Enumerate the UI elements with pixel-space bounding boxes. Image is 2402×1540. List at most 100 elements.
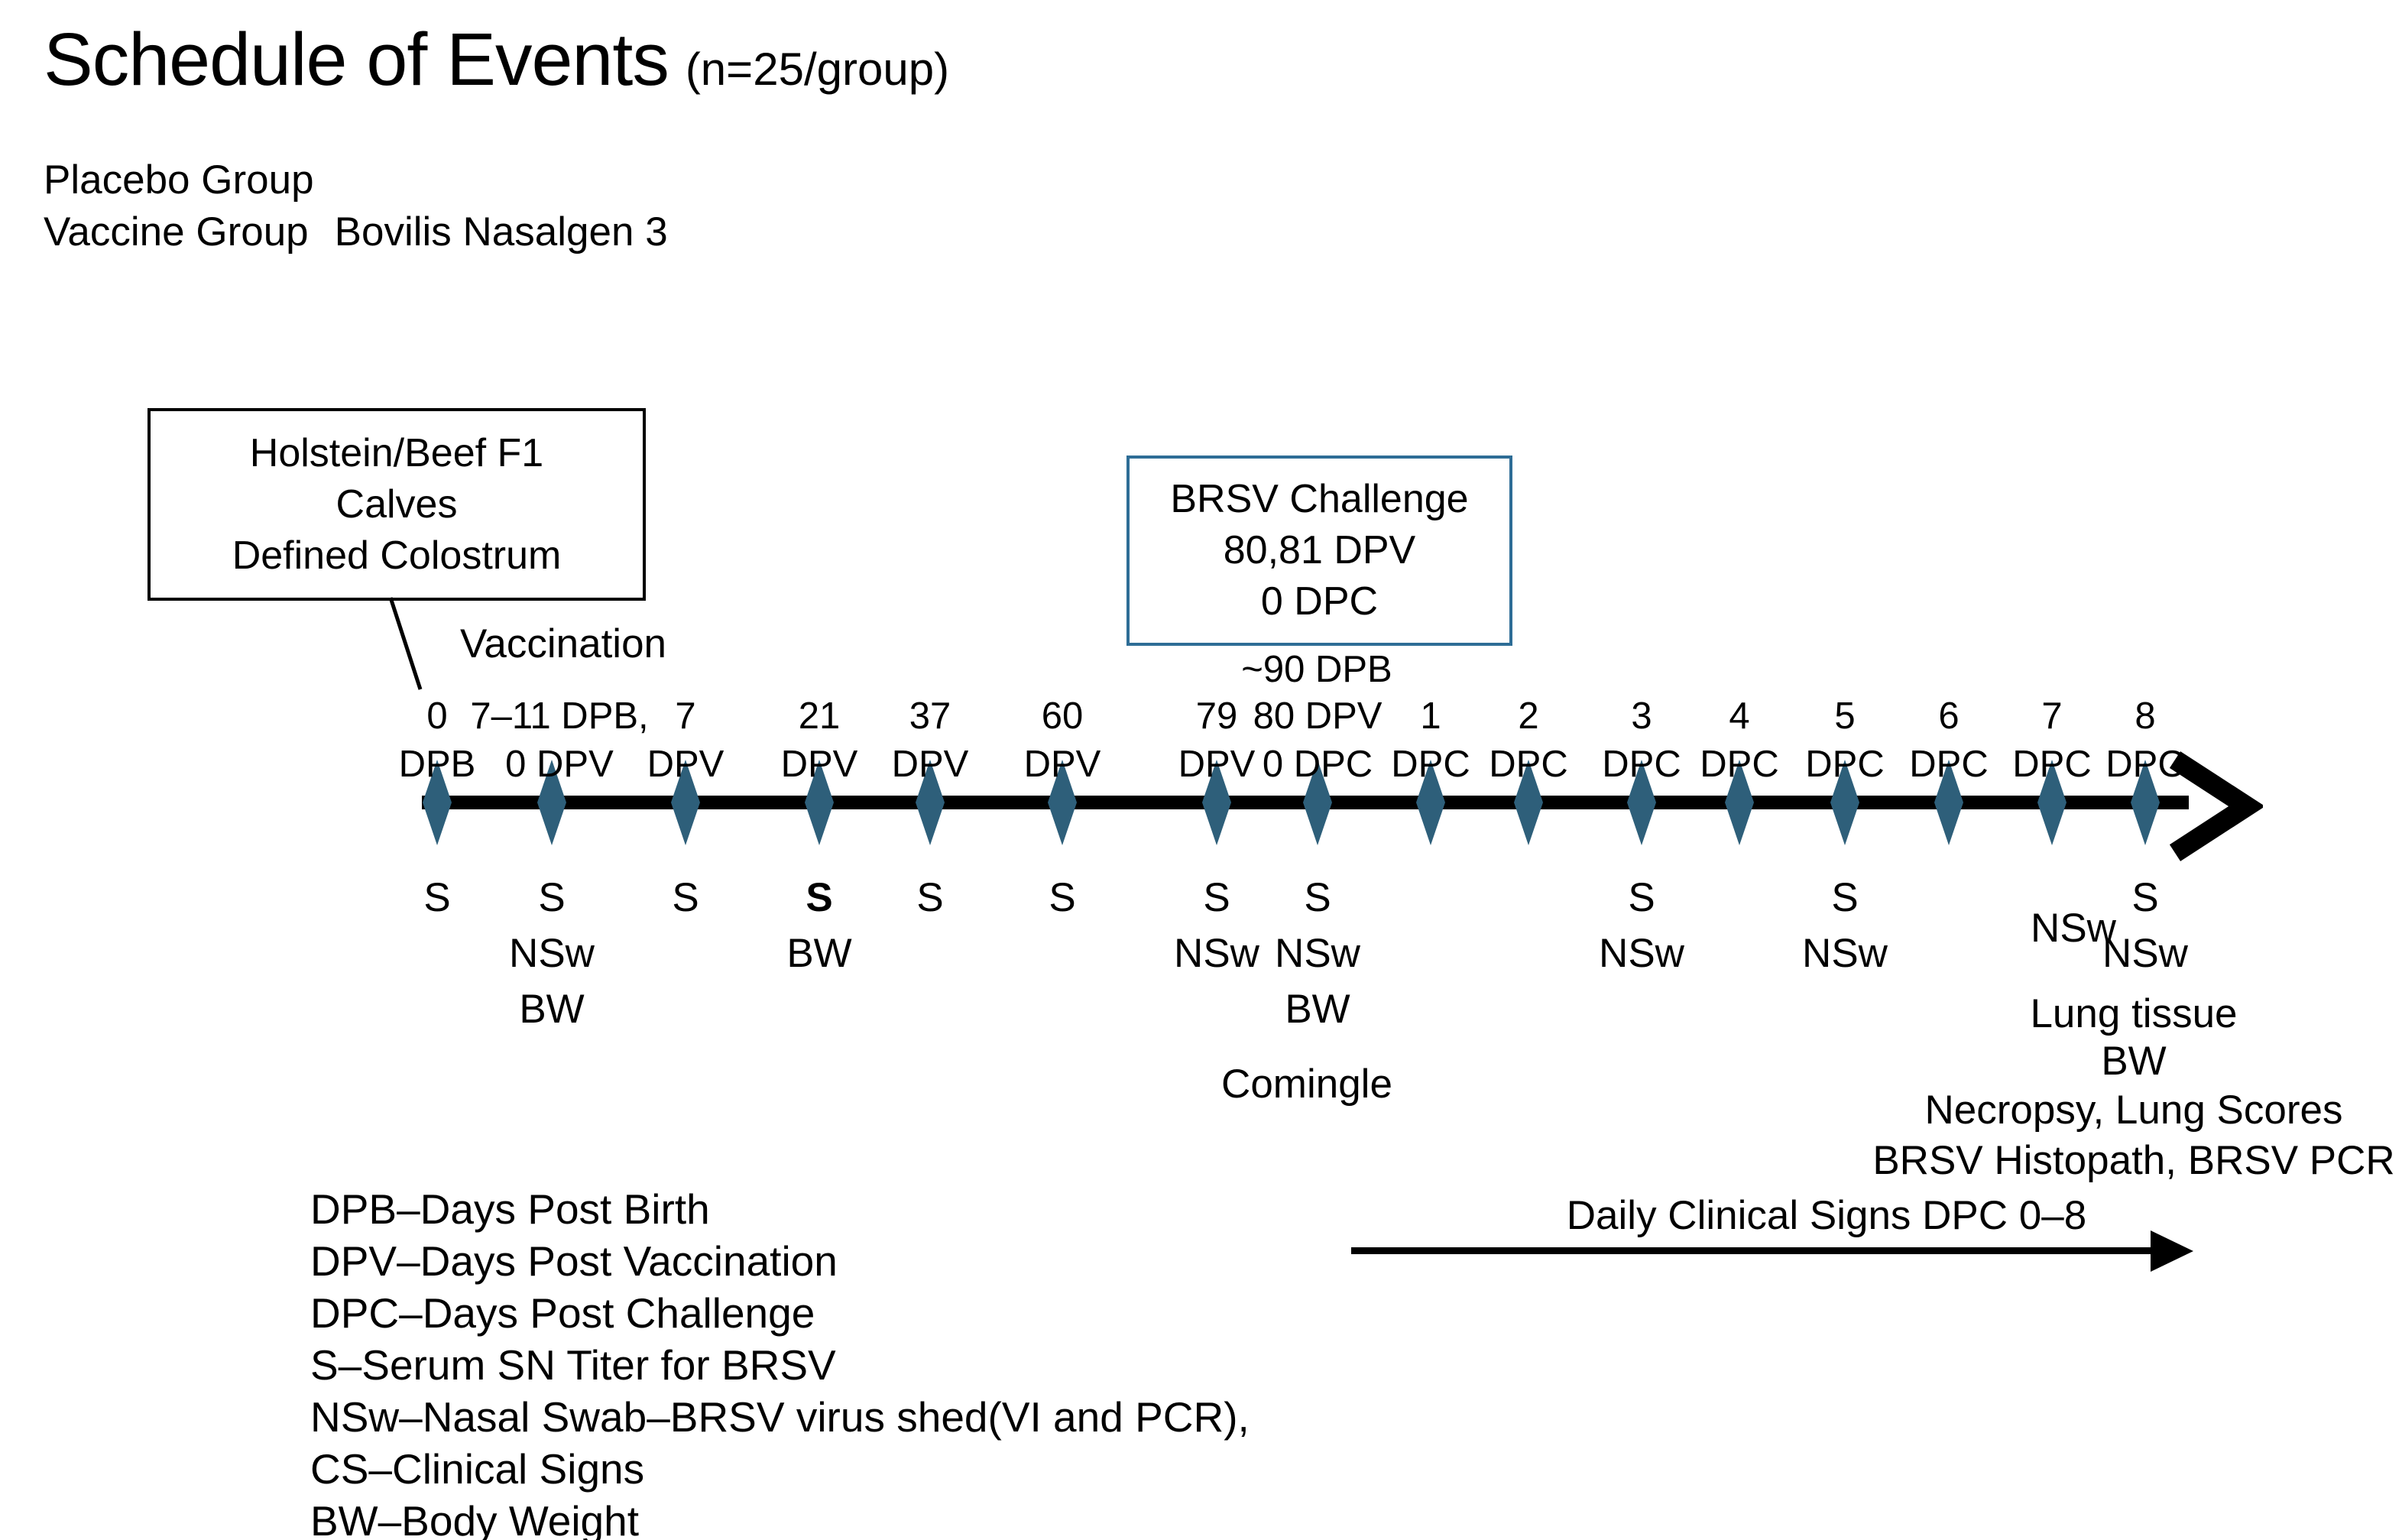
challenge-dpb-note: ~90 DPB [1241,649,1392,690]
vaccine-group-line: Vaccine Group Bovilis Nasalgen 3 [44,209,668,255]
tick-day-label-line: 4 [1729,695,1750,737]
legend-line: S–Serum SN Titer for BRSV [310,1341,836,1389]
tick-day-label-line: DPV [891,744,969,785]
legend-line: CS–Clinical Signs [310,1445,645,1493]
legend-line: BW–Body Weight [310,1497,640,1540]
tick-day-label-line: DPC [1805,744,1885,785]
sample-code-label: S [806,875,833,920]
sample-code-label: NSw [509,931,595,976]
sample-code-label: S [1049,875,1076,920]
tick-day-label-line: 7 [675,695,696,737]
page-title: Schedule of Events (n=25/group) [44,17,949,102]
sample-code-label: NSw [2031,906,2116,951]
sample-code-label: NSw [2102,931,2188,976]
sample-code-label: S [672,875,699,920]
tick-day-label-line: DPC [1391,744,1470,785]
tick-day-label-line: DPV [647,744,724,785]
title-text: Schedule of Events [44,18,669,101]
daily-clinical-signs-label: Daily Clinical Signs DPC 0–8 [1566,1193,2087,1238]
sample-code-label: S [1304,875,1331,920]
sample-code-label: S [1831,875,1859,920]
placebo-group-label: Placebo Group [44,157,314,203]
challenge-info-box: BRSV Challenge 80,81 DPV 0 DPC [1126,456,1512,646]
tick-day-label-line: 8 [2135,695,2156,737]
tick-day-label-line: DPC [1909,744,1989,785]
timeline-arrowhead-icon [2169,751,2263,861]
tick-day-label: 7–11 DPB, 0 DPV [470,692,648,789]
sample-code-label: S [1628,875,1655,920]
tick-day-label-line: DPC [1700,744,1779,785]
tick-day-label-line: 1 [1420,695,1441,737]
daily-clinical-signs-arrow-line [1351,1247,2155,1254]
tick-day-label-line: DPC [1602,744,1681,785]
tick-day-label: 80 DPV 0 DPC [1253,692,1383,789]
comingle-label: Comingle [1221,1062,1392,1107]
necropsy-line: BW [2101,1039,2167,1084]
tick-day-label-line: 5 [1834,695,1856,737]
calves-box-connector-line [388,597,423,690]
tick-day-label-line: 7 [2041,695,2063,737]
tick-day-label-line: 0 DPV [505,744,614,785]
calves-box-line: Defined Colostrum [232,533,562,578]
tick-day-label-line: 6 [1938,695,1960,737]
calves-box-line: Holstein/Beef F1 [249,430,544,475]
tick-day-label-line: 0 [426,695,448,737]
legend-line: NSw–Nasal Swab–BRSV virus shed(VI and PC… [310,1393,1250,1441]
necropsy-line: BRSV Histopath, BRSV PCR [1872,1138,2395,1183]
necropsy-line: Necropsy, Lung Scores [1924,1088,2343,1133]
tick-day-label-line: 80 DPV [1253,695,1383,737]
sample-code-label: BW [1285,987,1350,1032]
tick-day-label-line: 2 [1518,695,1539,737]
legend-line: DPC–Days Post Challenge [310,1289,815,1337]
challenge-box-line: 0 DPC [1260,579,1379,624]
tick-day-label-line: DPV [780,744,858,785]
necropsy-line: Lung tissue [2030,991,2238,1036]
sample-code-label: NSw [1599,931,1684,976]
challenge-box-line: BRSV Challenge [1170,477,1469,521]
sample-code-label: S [1203,875,1230,920]
tick-day-label-line: DPC [2012,744,2092,785]
tick-day-label-line: DPC [1489,744,1568,785]
placebo-group-line: Placebo Group [44,157,314,203]
legend-line: DPB–Days Post Birth [310,1185,710,1233]
sample-code-label: S [2131,875,2159,920]
legend-line: DPV–Days Post Vaccination [310,1237,838,1285]
tick-day-label-line: 37 [909,695,951,737]
tick-day-label-line: 0 DPC [1262,744,1373,785]
sample-code-label: BW [786,931,852,976]
tick-day-label-line: 60 [1041,695,1084,737]
tick-day-label-line: 79 [1195,695,1238,737]
challenge-box-line: 80,81 DPV [1223,528,1416,572]
title-group-size: (n=25/group) [685,44,950,95]
vaccine-product-name: Bovilis Nasalgen 3 [334,209,668,255]
sample-code-label: S [423,875,451,920]
vaccination-label: Vaccination [459,621,667,666]
tick-day-label-line: 3 [1631,695,1652,737]
daily-clinical-signs-arrowhead-icon [2151,1230,2193,1272]
tick-day-label-line: DPB [398,744,476,785]
sample-code-label: NSw [1275,931,1360,976]
vaccine-group-label: Vaccine Group [44,209,309,255]
tick-day-label-line: DPC [2105,744,2185,785]
sample-code-label: S [538,875,566,920]
tick-day-label-line: 7–11 DPB, [470,695,649,737]
tick-day-label-line: DPV [1178,744,1256,785]
calves-info-box: Holstein/Beef F1 Calves Defined Colostru… [147,408,646,601]
sample-code-label: NSw [1802,931,1888,976]
